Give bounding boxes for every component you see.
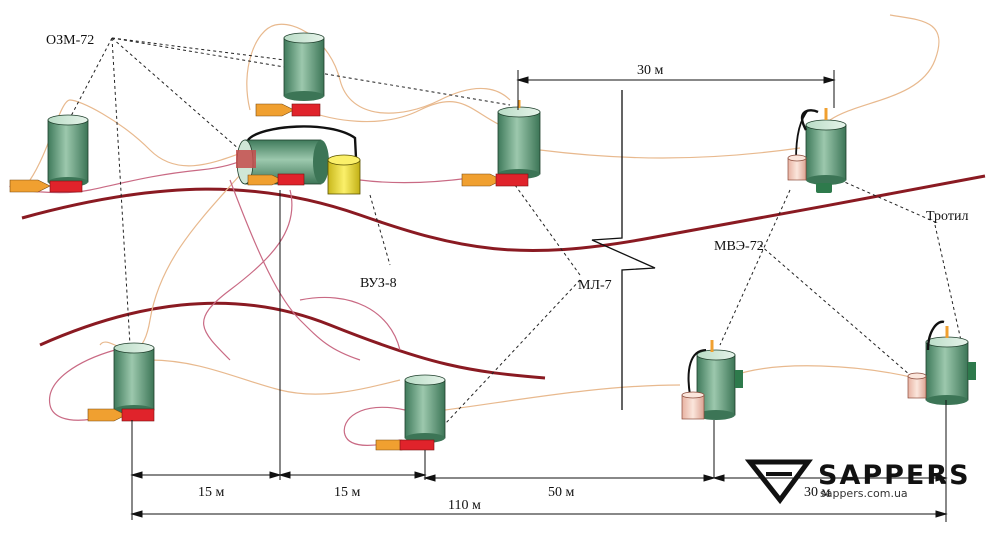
mve-mine-lower-2 [907, 320, 976, 405]
mve-mine-lower-1 [681, 340, 743, 420]
label-vuz-8: ВУЗ-8 [360, 276, 397, 291]
mve-mine-top [787, 108, 847, 193]
sappers-logo-icon [744, 459, 813, 505]
road-lower [39, 301, 546, 380]
leader-lines [69, 37, 963, 441]
vuz-8-device [327, 154, 361, 195]
horizontal-charge [236, 125, 358, 186]
dim-label-50: 50 м [548, 485, 575, 500]
ozm-mine-5 [375, 374, 446, 451]
watermark-brand: SAPPERS [818, 460, 971, 491]
ozm-mine-2 [255, 32, 325, 117]
dim-label-15-second: 15 м [334, 485, 361, 500]
label-mve-72: МВЭ-72 [714, 239, 764, 254]
dimension-lines [130, 70, 948, 522]
dim-label-30: 30 м [804, 485, 831, 500]
label-ml-7: МЛ-7 [578, 278, 612, 293]
label-trotil: Тротил [926, 209, 968, 224]
label-ozm-72: ОЗМ-72 [46, 33, 94, 48]
sappers-watermark: SAPPERS sappers.com.ua [744, 459, 971, 505]
boundary-line [591, 90, 656, 410]
ozm-mine-1 [9, 114, 89, 193]
road-upper [21, 174, 986, 252]
dim-label-top-30: 30 м [637, 63, 664, 78]
ozm-mine-3 [461, 100, 541, 187]
dim-label-15-first: 15 м [198, 485, 225, 500]
watermark-url: sappers.com.ua [820, 487, 908, 500]
ozm-mine-4 [87, 342, 155, 422]
dim-label-110: 110 м [448, 498, 481, 513]
